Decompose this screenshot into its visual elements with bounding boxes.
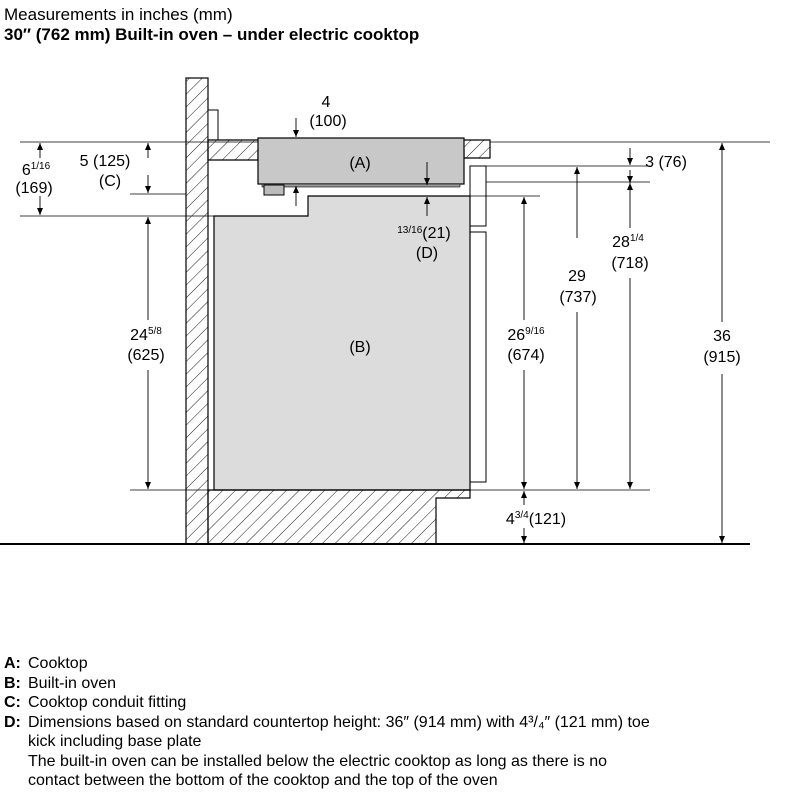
wall-bracket <box>207 109 219 141</box>
dim-oven-height-text: 245/8 <box>130 326 162 344</box>
legend-text: Cooktop conduit fitting <box>28 694 187 711</box>
legend-item: C: Cooktop conduit fitting <box>4 693 796 713</box>
diagram-title: 30″ (762 mm) Built-in oven – under elect… <box>4 25 420 44</box>
cooktop <box>257 137 465 185</box>
dim-cabinet-text: 281/4 <box>612 233 644 251</box>
legend-continuation: The built-in oven can be installed below… <box>28 752 608 770</box>
legend-key: B: <box>4 674 21 692</box>
legend-text: Cooktop <box>28 655 88 672</box>
dim-conduit-drop-text: 5 (125) <box>80 153 131 170</box>
label-oven: (B) <box>349 339 370 356</box>
legend-item: A: Cooktop <box>4 654 796 674</box>
label-cooktop: (A) <box>349 155 370 172</box>
legend: A: Cooktop B: Built-in oven C: Cooktop c… <box>4 654 796 791</box>
dim-opening-text: 29 <box>568 268 586 285</box>
base-plate <box>207 489 471 545</box>
dim-counter-height-mm: (915) <box>703 349 740 366</box>
dim-oven-height-mm: (625) <box>127 347 164 364</box>
dim-cutout-text: 269/16 <box>507 326 545 344</box>
legend-key: A: <box>4 655 21 672</box>
legend-item: D: Dimensions based on standard countert… <box>4 713 796 733</box>
label-conduit: (C) <box>99 173 121 190</box>
label-note: (D) <box>416 245 438 262</box>
dim-gap-text: 13/16(21) <box>397 225 450 242</box>
extension-lines <box>20 141 770 491</box>
dim-cabinet-mm: (718) <box>611 255 648 272</box>
label-oven-letter: B <box>355 339 366 356</box>
dim-cutout-mm: (674) <box>507 347 544 364</box>
legend-text: Dimensions based on standard countertop … <box>28 713 650 731</box>
installation-diagram: (A) (B) (C) (D) 4 (100) 5 (125) 61/16 (1… <box>0 77 770 545</box>
dim-cooktop-thick-text: 3 (76) <box>645 154 687 171</box>
wall <box>185 77 209 545</box>
dim-top-clearance-text: 61/16 <box>22 161 51 179</box>
dim-top-clearance-mm: (169) <box>15 180 52 197</box>
dim-cooktop-depth-mm: (100) <box>309 113 346 130</box>
legend-text: Built-in oven <box>28 674 117 692</box>
dim-cooktop-depth-in: 4 <box>322 94 331 111</box>
units-note: Measurements in inches (mm) <box>4 5 233 24</box>
legend-key: D: <box>4 713 21 731</box>
legend-continuation: kick including base plate <box>28 733 202 750</box>
cabinet-front-lower <box>469 231 487 483</box>
legend-continuation: contact between the bottom of the cookto… <box>28 772 498 789</box>
dim-opening-mm: (737) <box>559 289 596 306</box>
cooktop-base <box>261 183 461 188</box>
conduit-fitting <box>263 184 285 196</box>
legend-key: C: <box>4 694 21 711</box>
dim-counter-height-text: 36 <box>713 328 731 345</box>
label-cooktop-letter: A <box>355 155 366 172</box>
dim-toe-kick-text: 43/4(121) <box>506 510 566 528</box>
legend-item: B: Built-in oven <box>4 674 796 694</box>
